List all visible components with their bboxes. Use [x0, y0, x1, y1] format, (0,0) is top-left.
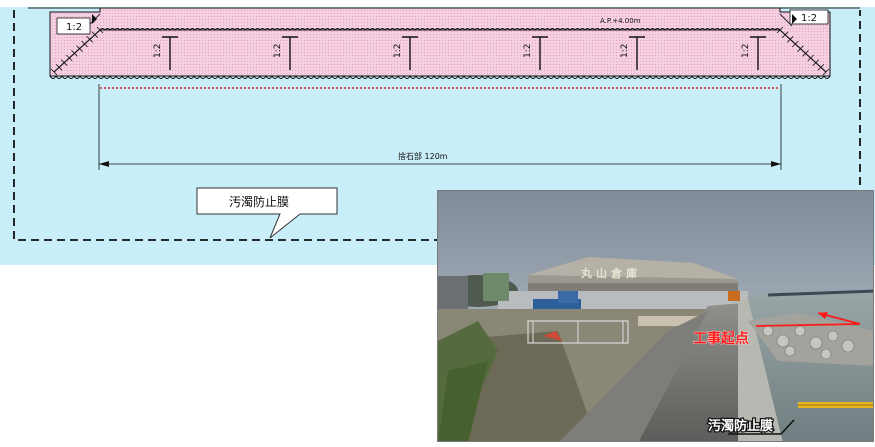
- section-slope-label: 1:2: [741, 44, 751, 58]
- slope-hatch-right: [776, 26, 830, 76]
- section-slope-label: 1:2: [273, 44, 283, 58]
- dimension-label: 捨石部 120m: [398, 151, 448, 161]
- site-photo: 丸山倉庫: [437, 190, 874, 442]
- section-marker: [402, 36, 418, 70]
- section-slope-label: 1:2: [523, 44, 533, 58]
- section-marker: [750, 36, 766, 70]
- callout-text: 汚濁防止膜: [229, 194, 289, 209]
- elevation-label: A.P.+4.00m: [600, 17, 641, 25]
- rubble-mound: [49, 7, 831, 77]
- section-slope-label: 1:2: [153, 44, 163, 58]
- section-marker: [162, 36, 178, 70]
- armour-edge-top: [99, 28, 781, 31]
- slope-hatch-left: [50, 26, 104, 76]
- start-point-label: 工事起点: [693, 330, 749, 347]
- section-marker: [532, 36, 548, 70]
- silt-fence-photo-label: 汚濁防止膜: [708, 418, 773, 434]
- slope-label-right: 1:2: [801, 13, 817, 24]
- warehouse-sign: 丸山倉庫: [580, 266, 641, 280]
- slope-label-left: 1:2: [66, 22, 82, 33]
- section-marker: [629, 36, 645, 70]
- silt-fence-callout: [196, 187, 338, 239]
- section-slope-label: 1:2: [393, 44, 403, 58]
- section-marker: [282, 36, 298, 70]
- armour-edge-bottom: [49, 75, 831, 79]
- section-markers: 1:2 1:2 1:2 1:2 1:2 1:2: [153, 36, 766, 70]
- section-slope-label: 1:2: [620, 44, 630, 58]
